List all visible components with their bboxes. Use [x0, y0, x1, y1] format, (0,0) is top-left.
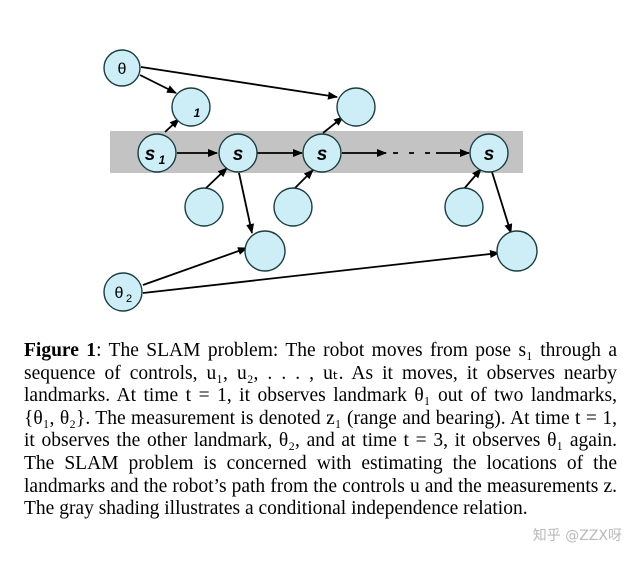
node-theta1: θ: [103, 49, 141, 87]
node-u3: [273, 187, 313, 227]
edge-s2-z2: [238, 172, 255, 234]
figure-caption: Figure 1: The SLAM problem: The robot mo…: [24, 340, 617, 521]
slam-bayes-network-diagram: θ 1 s 1 s s s θ 2: [103, 49, 538, 312]
edge-u2-s2: [203, 167, 228, 191]
node-s3-label: s: [317, 144, 328, 165]
node-z1-sub: 1: [194, 106, 201, 120]
edge-theta2-zt: [142, 250, 500, 294]
node-theta2-sub: 2: [126, 293, 132, 305]
node-theta2-label: θ: [115, 285, 124, 302]
diagram-edges: [139, 66, 513, 294]
node-zt: [496, 230, 538, 272]
edge-theta1-z1: [139, 74, 177, 94]
node-z2: [244, 230, 286, 272]
node-s1-sub: 1: [159, 153, 166, 167]
node-theta1-label: θ: [118, 61, 127, 78]
node-s3: s: [302, 133, 342, 173]
node-st: s: [469, 133, 509, 173]
node-st-label: s: [484, 144, 495, 165]
node-u2: [184, 187, 224, 227]
node-z3: [336, 87, 376, 127]
edge-st-zt: [491, 171, 513, 234]
node-z1: 1: [171, 87, 211, 127]
node-s2-label: s: [233, 144, 244, 165]
watermark: 知乎 @ZZX呀: [532, 528, 622, 544]
node-s1-label: s: [145, 144, 156, 165]
edge-theta2-z2: [142, 247, 248, 286]
edge-s1-z1: [164, 118, 180, 133]
node-theta2: θ 2: [103, 272, 143, 312]
node-s1: s 1: [137, 133, 177, 173]
caption-label: Figure 1: [24, 340, 97, 361]
node-ut: [444, 187, 484, 227]
caption-text: : The SLAM problem: The robot moves from…: [24, 340, 617, 520]
edge-theta1-z3: [140, 66, 338, 100]
node-s2: s: [218, 133, 258, 173]
edge-u3-s3: [292, 169, 314, 191]
edge-s3-z3: [322, 116, 344, 134]
edge-ut-st: [462, 168, 482, 191]
